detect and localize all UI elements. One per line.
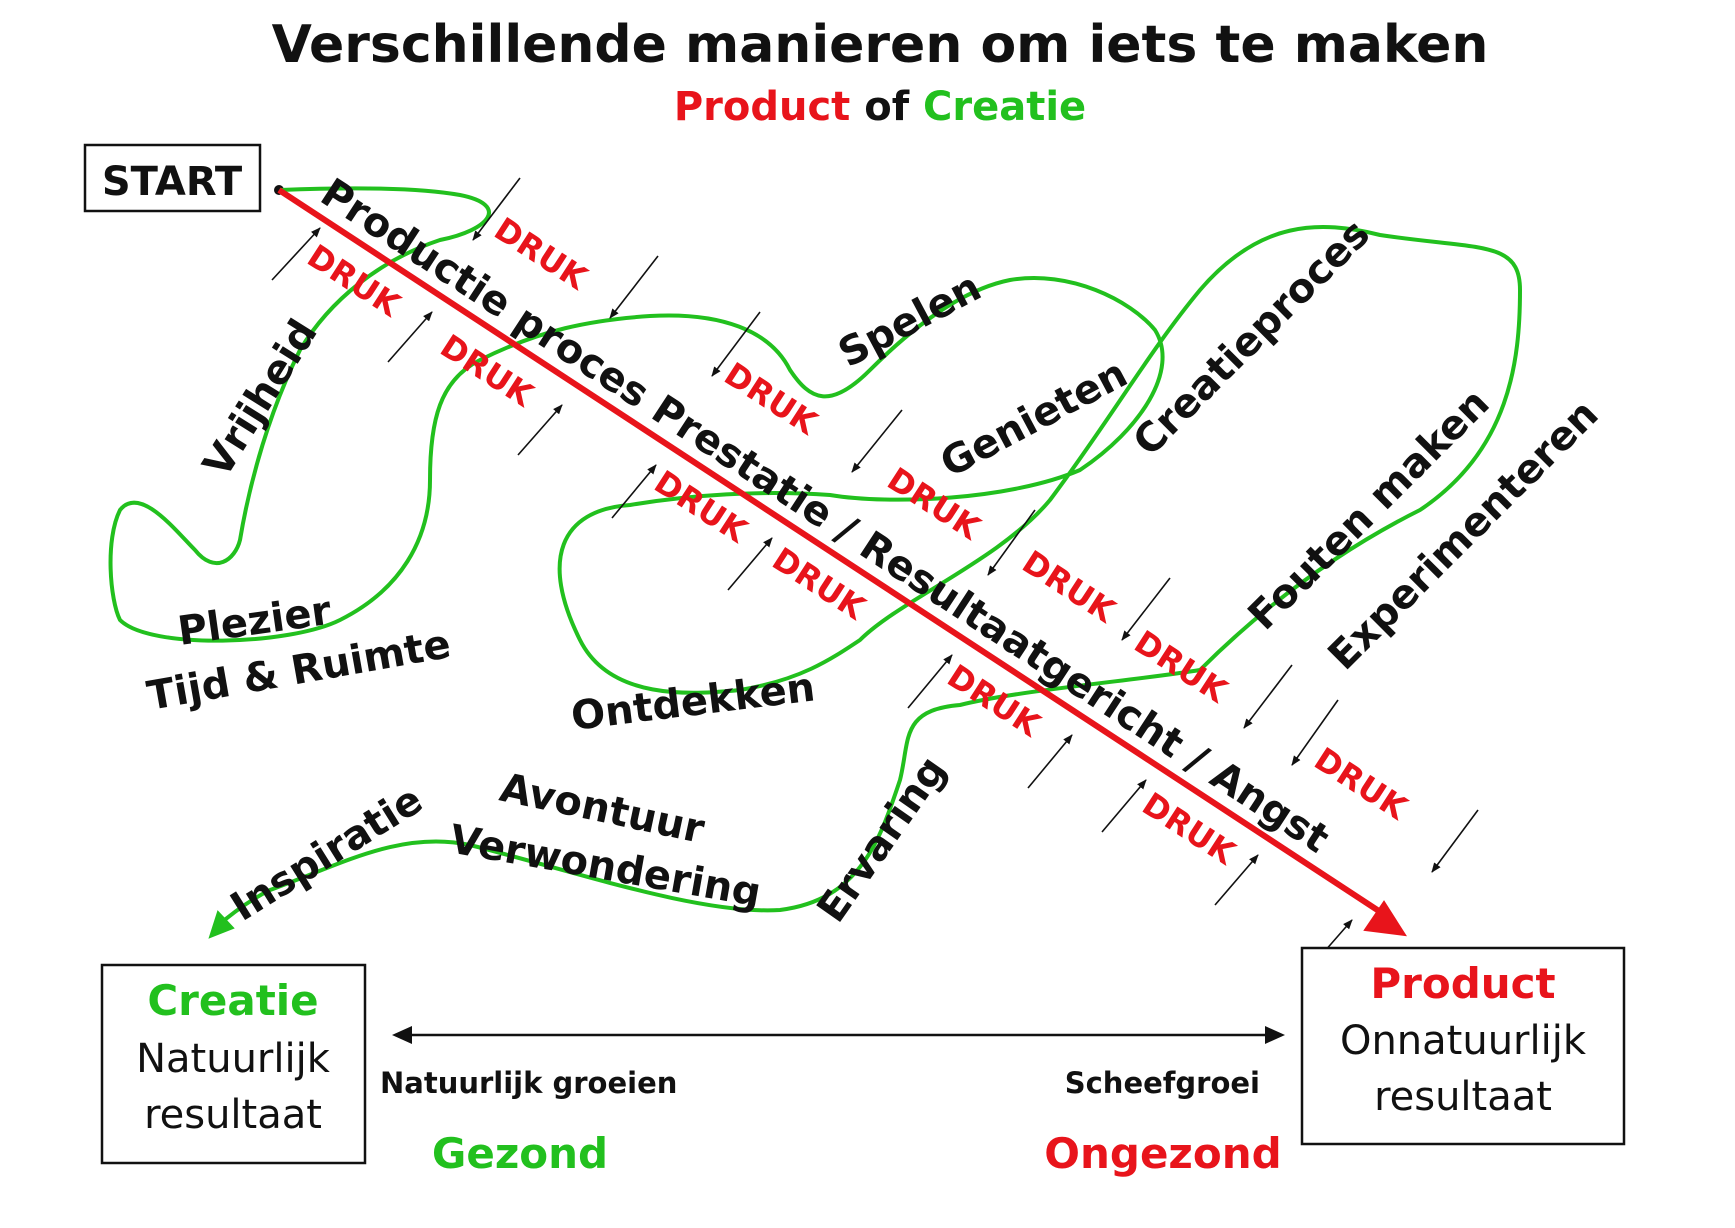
page-title: Verschillende manieren om iets te maken <box>272 15 1489 75</box>
word-ervaring: Ervaring <box>809 748 956 931</box>
creatie-box-line2: resultaat <box>144 1092 322 1138</box>
subtitle-creatie: Creatie <box>923 84 1086 130</box>
production-line-label: Productie proces Prestatie / Resultaatge… <box>313 170 1338 862</box>
product-box: Product Onnatuurlijk resultaat <box>1300 946 1626 1146</box>
creatie-box: Creatie Natuurlijk resultaat <box>100 963 367 1165</box>
pressure-arrow <box>1101 779 1147 833</box>
pressure-arrow <box>851 409 903 473</box>
creatie-box-line1: Natuurlijk <box>136 1036 331 1082</box>
word-genieten: Genieten <box>933 350 1135 486</box>
creatie-box-title: Creatie <box>147 976 318 1025</box>
creation-arrowhead <box>208 910 235 939</box>
pressure-arrow <box>1121 577 1171 641</box>
start-label: START <box>102 159 243 205</box>
pressure-arrow <box>727 537 773 591</box>
pressure-arrow <box>611 464 657 519</box>
pressure-arrow <box>1243 664 1293 729</box>
pressure-arrow <box>1431 809 1479 873</box>
production-arrowhead <box>1363 900 1407 937</box>
pressure-arrow <box>987 509 1036 576</box>
creation-path <box>108 186 1523 930</box>
word-inspiratie: Inspiratie <box>223 777 431 931</box>
start-box: START <box>83 143 262 213</box>
word-ontdekken: Ontdekken <box>569 664 818 740</box>
pressure-label: DRUK <box>1016 543 1123 631</box>
product-box-title: Product <box>1370 959 1555 1008</box>
pressure-arrow <box>609 255 659 319</box>
pressure-arrow <box>1214 854 1259 906</box>
pressure-arrow <box>1027 734 1073 789</box>
word-vrijheid: Vrijheid <box>194 312 326 486</box>
pressure-arrows <box>271 177 1479 969</box>
pressure-arrow <box>271 227 321 281</box>
scale-left-verdict: Gezond <box>432 1129 608 1178</box>
scale-arrow <box>392 1026 1285 1044</box>
scale-right-label: Scheefgroei <box>1065 1066 1260 1100</box>
product-box-line2: resultaat <box>1374 1074 1552 1120</box>
pressure-arrow <box>711 311 761 377</box>
scale-left-label: Natuurlijk groeien <box>380 1066 677 1100</box>
scale-right-verdict: Ongezond <box>1044 1129 1281 1178</box>
pressure-arrow <box>387 311 433 363</box>
page-subtitle: Product of Creatie <box>674 84 1086 130</box>
product-box-line1: Onnatuurlijk <box>1340 1018 1587 1064</box>
word-spelen: Spelen <box>831 264 988 377</box>
pressure-arrow <box>1291 699 1339 766</box>
pressure-arrow <box>472 177 521 241</box>
subtitle-of: of <box>850 84 923 130</box>
pressure-arrow <box>517 404 563 456</box>
subtitle-product: Product <box>674 84 850 130</box>
pressure-arrow <box>907 654 953 709</box>
production-line <box>277 187 1387 918</box>
